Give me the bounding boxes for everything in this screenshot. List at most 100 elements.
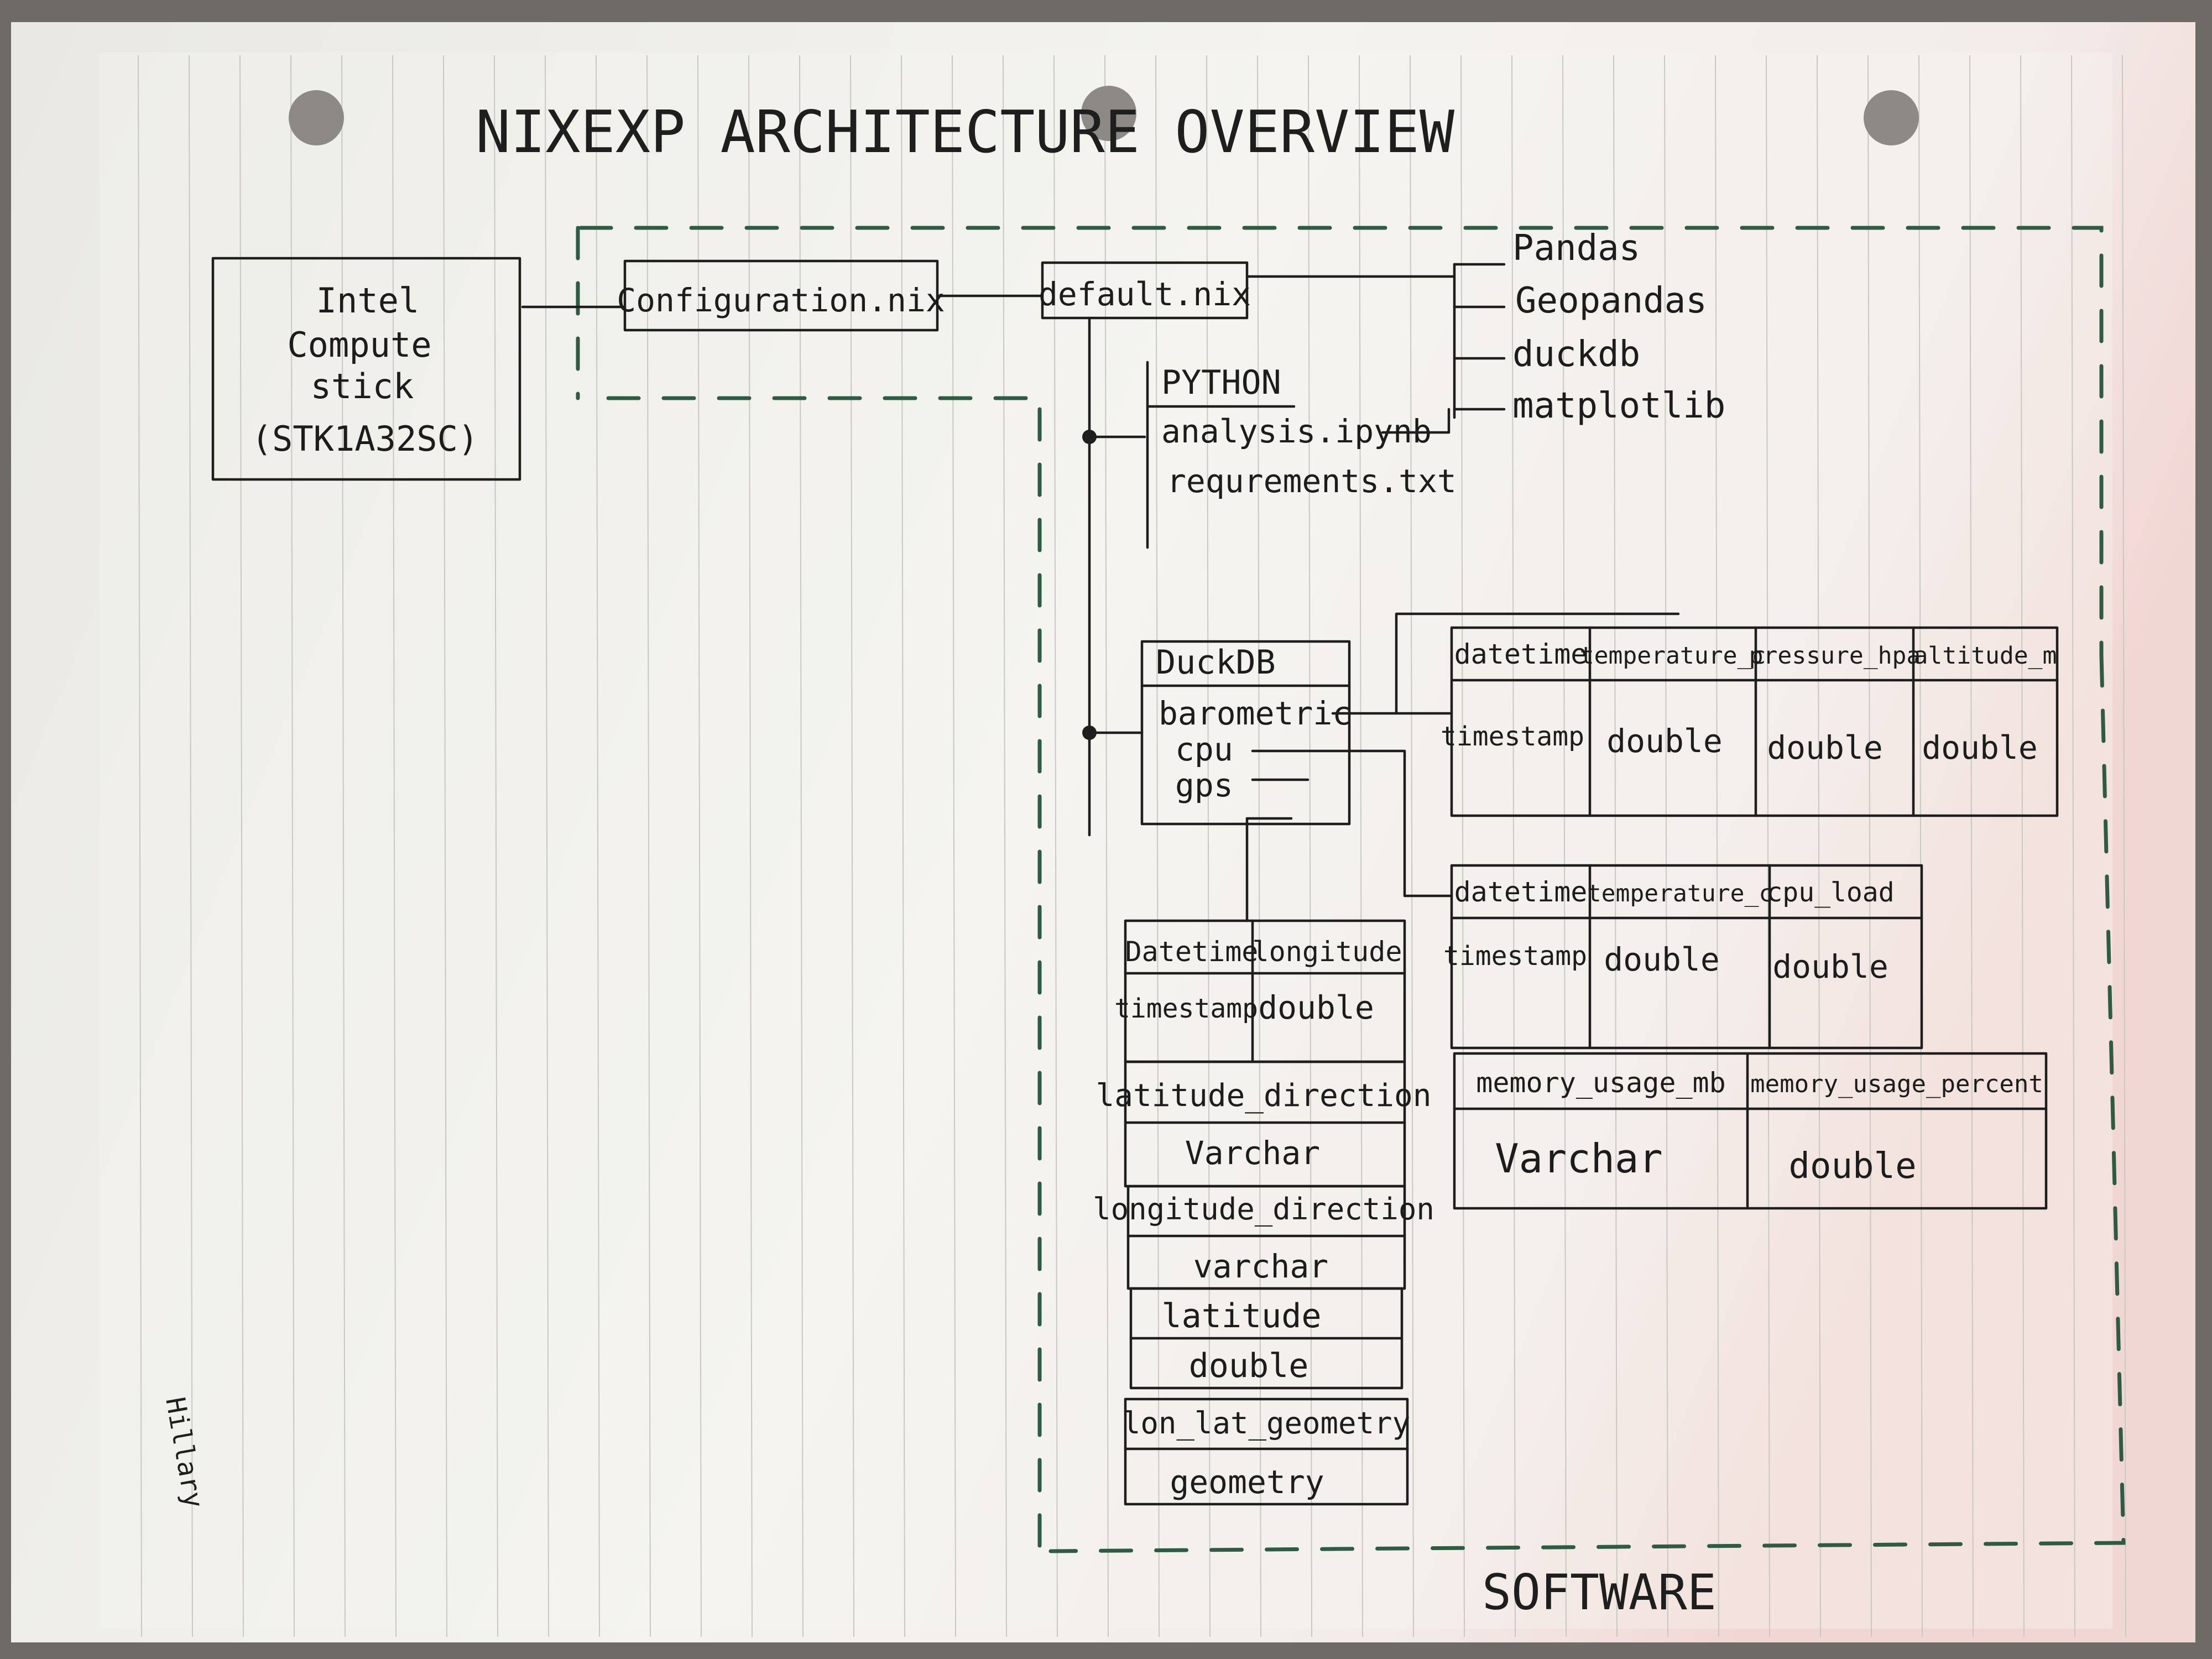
barometric-table: datetime temperature_c pressure_hpa alti… — [1441, 626, 2059, 817]
gps-row-4-type: geometry — [1170, 1463, 1324, 1501]
rule-line — [1613, 55, 1618, 1637]
punch-hole-right — [1864, 90, 1919, 145]
rule-line — [1410, 55, 1414, 1637]
rule-line — [1359, 55, 1363, 1637]
rule-line — [189, 55, 193, 1637]
software-boundary-top — [578, 226, 2104, 658]
library-geopandas: Geopandas — [1515, 280, 1707, 321]
rule-line — [494, 55, 498, 1637]
cpu-type-load: double — [1772, 948, 1888, 985]
default-file-box — [1041, 261, 1249, 320]
cpu-table: datetime temperature_c cpu_load timestam… — [1443, 864, 2048, 1210]
config-file-label: Configuration.nix — [617, 281, 945, 319]
rule-line — [697, 55, 702, 1637]
gps-col-datetime: Datetime — [1125, 936, 1259, 968]
cpu-col-memory-mb: memory_usage_mb — [1476, 1067, 1726, 1099]
python-file-requirements: requrements.txt — [1167, 462, 1457, 500]
punch-hole-middle — [1081, 86, 1136, 141]
library-duckdb: duckdb — [1512, 334, 1640, 375]
rule-line — [1460, 55, 1465, 1637]
rule-line — [1715, 55, 1719, 1637]
paper-sheet — [11, 22, 2195, 1642]
duckdb-header: DuckDB — [1156, 643, 1276, 682]
duckdb-box — [1140, 640, 1351, 826]
hardware-line-3: stick — [311, 366, 414, 406]
diagram-title: NIXEXP ARCHITECTURE OVERVIEW — [476, 98, 1455, 166]
rule-line — [1867, 55, 1872, 1637]
rule-line — [1918, 55, 1923, 1637]
gps-row-2-type: varchar — [1193, 1248, 1328, 1285]
rule-line — [239, 55, 244, 1637]
gps-table: Datetime longitude timestamp double lati… — [1093, 919, 1434, 1506]
gps-row-1-type: Varchar — [1185, 1134, 1320, 1172]
rule-line — [1003, 55, 1007, 1637]
gps-row-4-box — [1124, 1397, 1409, 1506]
rule-line — [1308, 55, 1312, 1637]
rule-line — [646, 55, 651, 1637]
rule-line — [341, 55, 346, 1637]
gps-type-datetime: timestamp — [1114, 993, 1258, 1024]
rule-line — [596, 55, 600, 1637]
cpu-type-temperature: double — [1604, 941, 1720, 978]
barometric-type-pressure: double — [1767, 729, 1883, 766]
library-matplotlib: matplotlib — [1512, 385, 1725, 426]
rule-line — [1817, 55, 1821, 1637]
hardware-box — [211, 257, 521, 481]
rule-line — [1766, 55, 1770, 1637]
rule-line — [850, 55, 854, 1637]
gps-row-1-name: latitude_direction — [1096, 1078, 1432, 1114]
rule-line — [2122, 55, 2126, 1637]
barometric-col-temperature: temperature_c — [1580, 642, 1766, 670]
default-file-label: default.nix — [1039, 275, 1251, 313]
library-pandas: Pandas — [1512, 228, 1640, 269]
rule-line — [901, 55, 905, 1637]
cpu-table-2-border — [1453, 1052, 2048, 1210]
gps-row-3-name: latitude — [1162, 1297, 1322, 1335]
cpu-type-datetime: timestamp — [1443, 941, 1587, 972]
rule-line — [443, 55, 447, 1637]
rule-line — [1562, 55, 1567, 1637]
duckdb-table-cpu: cpu — [1175, 731, 1233, 768]
rule-line — [138, 55, 142, 1637]
software-label: SOFTWARE — [1482, 1564, 1717, 1621]
cpu-type-memory-mb: Varchar — [1495, 1135, 1662, 1182]
gps-row-3-type: double — [1189, 1347, 1309, 1385]
hardware-line-1: Intel — [316, 280, 420, 321]
duckdb-table-gps: gps — [1175, 766, 1233, 804]
rule-line — [1511, 55, 1516, 1637]
gps-type-longitude: double — [1258, 989, 1374, 1026]
software-boundary-right-bottom — [1048, 653, 2126, 1553]
rule-line — [545, 55, 549, 1637]
punch-hole-left — [289, 90, 344, 145]
connector-barometric-table — [1331, 612, 1680, 715]
barometric-col-datetime: datetime — [1454, 638, 1588, 670]
rule-line — [1664, 55, 1668, 1637]
connector-notebook-libraries — [1381, 408, 1451, 434]
barometric-table-border — [1450, 626, 2059, 817]
cpu-type-memory-percent: double — [1788, 1146, 1916, 1187]
cpu-table-border — [1450, 864, 1923, 1050]
barometric-col-altitude: altitude_m — [1914, 642, 2057, 670]
cpu-col-load: cpu_load — [1766, 877, 1894, 908]
gps-row-4-name: lon_lat_geometry — [1123, 1406, 1410, 1441]
rule-line — [799, 55, 804, 1637]
rule-lines — [138, 55, 2126, 1637]
cpu-col-datetime: datetime — [1454, 876, 1588, 908]
cpu-col-temperature: temperature_c — [1587, 880, 1773, 907]
rule-line — [748, 55, 753, 1637]
rule-line — [2020, 55, 2025, 1637]
hardware-line-2: Compute — [287, 325, 431, 365]
rule-line — [1969, 55, 1974, 1637]
gps-row-2-name: longitude_direction — [1093, 1192, 1434, 1227]
rule-line — [952, 55, 956, 1637]
rule-line — [392, 55, 397, 1637]
rule-line — [1257, 55, 1261, 1637]
barometric-type-altitude: double — [1922, 729, 2038, 766]
gps-col-longitude: longitude — [1253, 936, 1402, 968]
rule-line — [290, 55, 295, 1637]
duckdb-table-barometric: barometric — [1159, 695, 1352, 732]
rule-line — [2071, 55, 2075, 1637]
connector-cpu-table — [1251, 749, 1453, 898]
hardware-line-4: (STK1A32SC) — [252, 419, 479, 459]
